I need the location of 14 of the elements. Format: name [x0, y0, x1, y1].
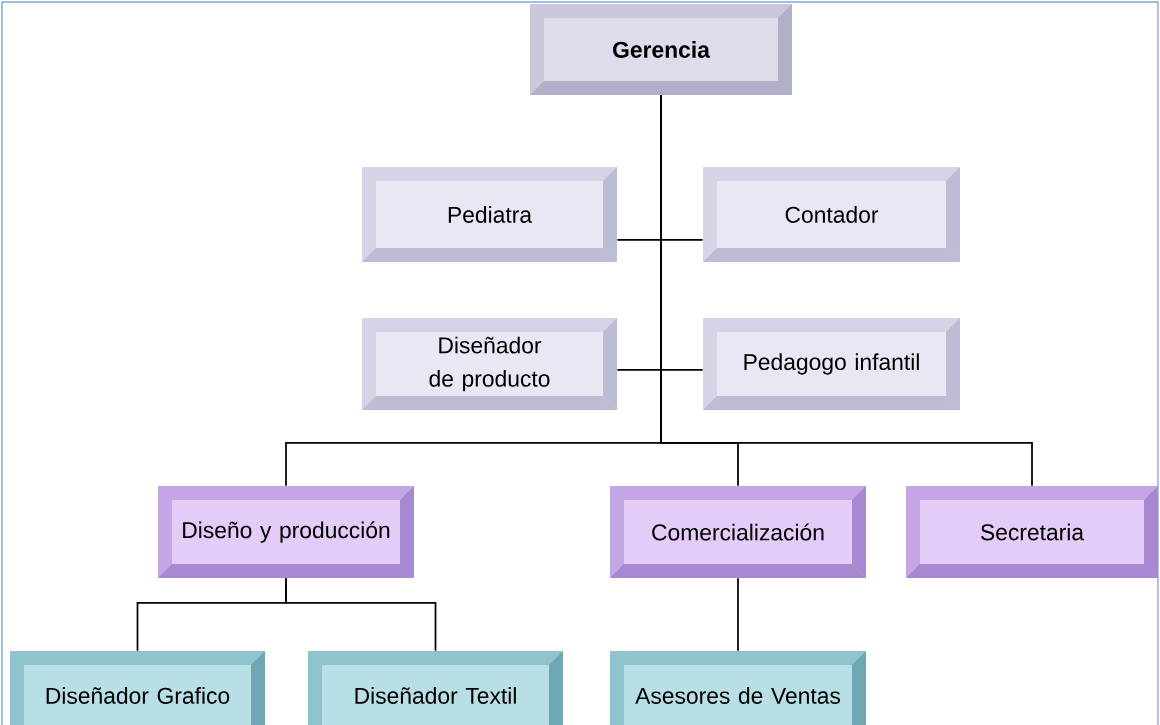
org-box: Comercialización	[610, 486, 866, 578]
org-box: Asesores de Ventas	[610, 651, 866, 725]
org-box: Pedagogo infantil	[703, 318, 960, 410]
org-box: Diseñador Textil	[308, 651, 563, 725]
org-box: Contador	[703, 167, 960, 262]
org-box: Diseñador de producto	[362, 318, 617, 410]
org-box: Diseñador Grafico	[10, 651, 265, 725]
connector-line	[737, 577, 739, 652]
org-box: Pediatra	[362, 167, 617, 262]
org-box: Diseño y producción	[158, 486, 414, 578]
connector-line	[285, 577, 437, 652]
org-box: Secretaria	[906, 486, 1158, 578]
connector-line	[660, 94, 1033, 487]
org-box: Gerencia	[530, 4, 792, 95]
